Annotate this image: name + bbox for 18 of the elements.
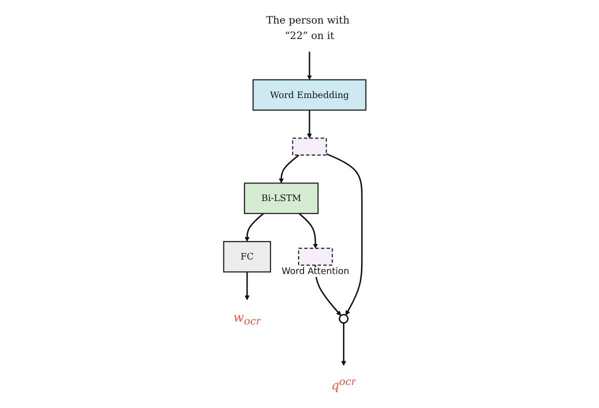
node-text: w$_{ocr}$ bbox=[233, 310, 261, 328]
node-box bbox=[298, 248, 333, 266]
node-text: The person with “22” on it bbox=[266, 14, 350, 42]
arrow bbox=[244, 212, 264, 242]
node-box: Bi-LSTM bbox=[244, 182, 319, 214]
node-caption: Word Attention bbox=[280, 267, 352, 278]
node-box: Word Embedding bbox=[252, 79, 366, 111]
arrow bbox=[298, 212, 318, 249]
arrow bbox=[278, 154, 300, 184]
arrow bbox=[307, 52, 312, 80]
node-text: q$^{ocr}$ bbox=[331, 376, 356, 393]
node-circle bbox=[338, 314, 349, 324]
arrow bbox=[307, 110, 312, 138]
arrow bbox=[244, 272, 250, 300]
arrow bbox=[341, 323, 346, 366]
node-box bbox=[292, 138, 327, 156]
arrow bbox=[326, 153, 363, 316]
node-box: FC bbox=[223, 241, 272, 272]
